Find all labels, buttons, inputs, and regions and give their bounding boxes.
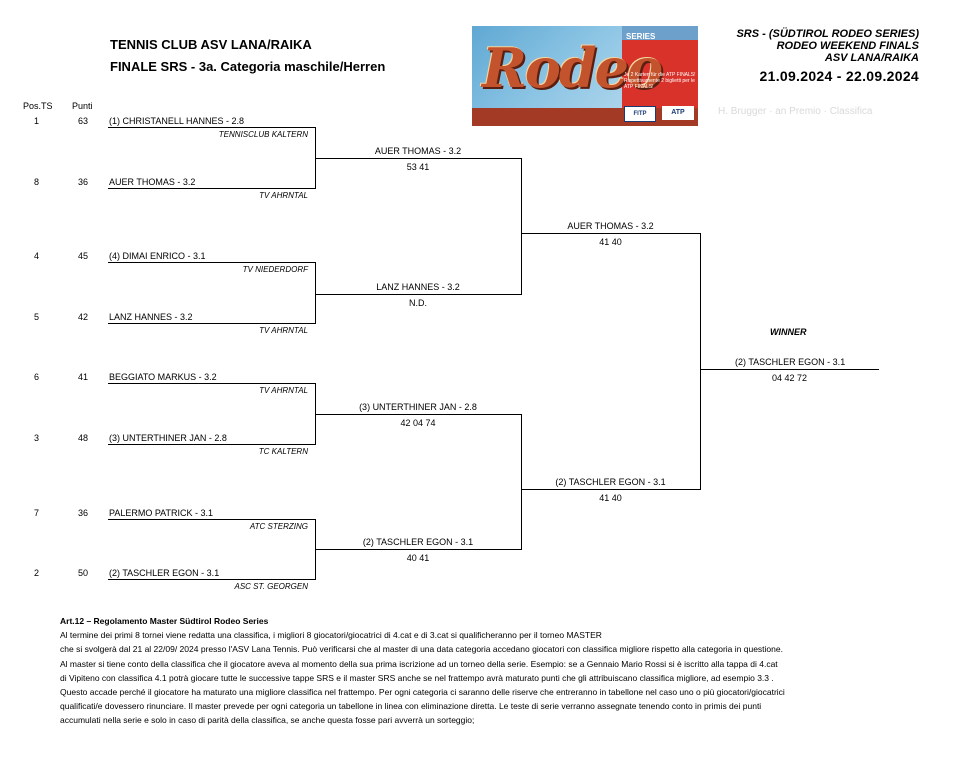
event-dates: 21.09.2024 - 22.09.2024 (759, 68, 919, 84)
player-line (108, 519, 315, 521)
bracket-connector (521, 414, 523, 550)
player-line (108, 188, 315, 190)
sf-winner-name: (2) TASCHLER EGON - 3.1 (555, 477, 666, 487)
logo-band: SERIES (622, 26, 698, 41)
faded-text: H. Brugger · an Premio · Classifica (718, 106, 873, 117)
rules-heading: Art.12 – Regolamento Master Südtirol Rod… (60, 616, 269, 626)
player-name: (1) CHRISTANELL HANNES - 2.8 (109, 116, 245, 126)
qf-line (315, 549, 521, 551)
sf-line (521, 489, 700, 491)
sf-score: 41 40 (599, 493, 622, 503)
club-title: TENNIS CLUB ASV LANA/RAIKA (110, 37, 312, 52)
rules-line: di Vipiteno con classifica 4.1 potrà gio… (60, 672, 774, 683)
sf-line (521, 233, 700, 235)
player-points: 45 (78, 251, 89, 261)
player-club: TV AHRNTAL (259, 326, 308, 335)
player-seed-position: 8 (34, 177, 40, 187)
player-line (108, 127, 315, 129)
rodeo-logo: SERIES Rodeo Je 2 Karten für die ATP FIN… (472, 26, 698, 126)
player-club: ASC ST. GEORGEN (234, 582, 309, 591)
player-name: LANZ HANNES - 3.2 (109, 312, 193, 322)
sf-score: 41 40 (599, 237, 622, 247)
bracket-connector (700, 233, 702, 490)
player-seed-position: 5 (34, 312, 40, 322)
qf-winner-name: LANZ HANNES - 3.2 (376, 282, 460, 292)
player-points: 50 (78, 568, 89, 578)
player-name: BEGGIATO MARKUS - 3.2 (109, 372, 217, 382)
player-name: (2) TASCHLER EGON - 3.1 (109, 568, 220, 578)
rules-section: Art.12 – Regolamento Master Südtirol Rod… (60, 614, 930, 728)
player-points: 48 (78, 433, 89, 443)
series-line-2: RODEO WEEKEND FINALS (776, 40, 919, 52)
player-club: TENNISCLUB KALTERN (218, 130, 308, 139)
player-points: 36 (78, 508, 89, 518)
final-line (700, 369, 879, 371)
qf-score: 42 04 74 (400, 418, 436, 428)
qf-score: 40 41 (406, 553, 430, 563)
rules-line: qualificati/e dovessero rinunciare. Il m… (60, 701, 762, 712)
player-club: TV NIEDERDORF (242, 265, 308, 274)
player-club: TV AHRNTAL (259, 191, 308, 200)
player-points: 42 (78, 312, 89, 322)
qf-score: N.D. (409, 298, 427, 308)
player-line (108, 383, 315, 385)
qf-line (315, 414, 521, 416)
player-points: 41 (78, 372, 89, 382)
qf-winner-name: AUER THOMAS - 3.2 (374, 146, 462, 156)
rules-line: Al master si tiene conto della classific… (60, 658, 778, 669)
rules-line: Al termine dei primi 8 tornei viene reda… (60, 630, 602, 641)
rules-line: Questo accade perché il giocatore ha mat… (60, 687, 785, 698)
qf-line (315, 294, 521, 296)
logo-word: Rodeo (482, 36, 663, 100)
logo-small-text: Je 2 Karten für die ATP FINALS! Rispetti… (624, 72, 696, 90)
player-club: ATC STERZING (249, 522, 308, 531)
winner-label: WINNER (770, 327, 807, 337)
bracket-connector (315, 262, 317, 324)
qf-score: 53 41 (406, 162, 430, 172)
champion-name: (2) TASCHLER EGON - 3.1 (735, 357, 846, 367)
final-score: 04 42 72 (772, 373, 808, 383)
player-line (108, 262, 315, 264)
player-club: TV AHRNTAL (259, 386, 308, 395)
qf-line (315, 158, 521, 160)
player-name: (4) DIMAI ENRICO - 3.1 (109, 251, 206, 261)
player-name: (3) UNTERTHINER JAN - 2.8 (109, 433, 227, 443)
qf-winner-name: (3) UNTERTHINER JAN - 2.8 (359, 402, 477, 412)
player-seed-position: 3 (34, 433, 40, 443)
player-seed-position: 4 (34, 251, 40, 261)
atp-logo: ATP (662, 106, 694, 120)
logo-band-text: SERIES (626, 32, 656, 41)
player-line (108, 579, 315, 581)
player-points: 63 (78, 116, 89, 126)
sf-winner-name: AUER THOMAS - 3.2 (567, 221, 654, 231)
player-seed-position: 1 (34, 116, 40, 126)
event-subtitle: FINALE SRS - 3a. Categoria maschile/Herr… (110, 59, 386, 74)
series-line-3: ASV LANA/RAIKA (824, 52, 919, 64)
points-header: Punti (72, 101, 93, 111)
rules-line: accumulati nella serie e solo in caso di… (60, 715, 475, 726)
series-info: SRS - (SÜDTIROL RODEO SERIES) RODEO WEEK… (736, 28, 919, 84)
player-seed-position: 6 (34, 372, 40, 382)
qf-winner-name: (2) TASCHLER EGON - 3.1 (362, 537, 474, 547)
player-club: TC KALTERN (258, 447, 308, 456)
player-points: 36 (78, 177, 89, 187)
rules-line: che si svolgerà dal 21 al 22/09/ 2024 pr… (60, 644, 783, 655)
fitp-logo: FITP (624, 106, 656, 122)
pos-header: Pos.TS (23, 101, 53, 111)
bracket-connector (521, 158, 523, 295)
player-line (108, 323, 315, 325)
player-name: PALERMO PATRICK - 3.1 (109, 508, 214, 518)
player-seed-position: 2 (34, 568, 40, 578)
player-line (108, 444, 315, 446)
player-seed-position: 7 (34, 508, 40, 518)
series-line-1: SRS - (SÜDTIROL RODEO SERIES) (736, 28, 919, 40)
player-name: AUER THOMAS - 3.2 (109, 177, 196, 187)
